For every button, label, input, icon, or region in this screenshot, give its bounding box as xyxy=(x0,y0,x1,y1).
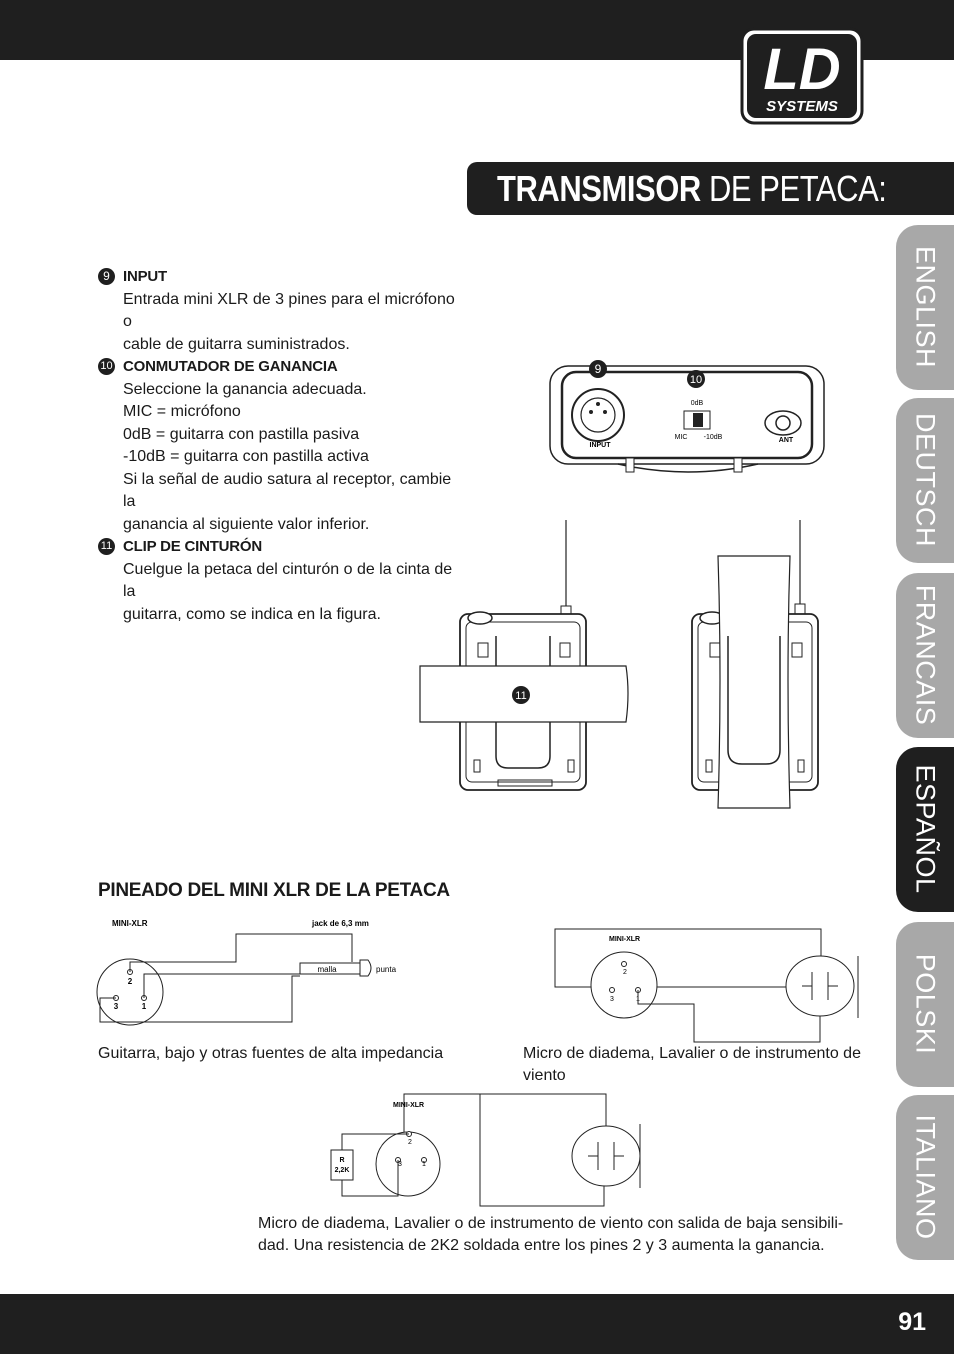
jack-label: jack de 6,3 mm xyxy=(311,919,369,928)
tab-francais[interactable]: FRANCAIS xyxy=(896,573,954,738)
ant-label: ANT xyxy=(779,437,794,444)
pin-2: 2 xyxy=(623,969,627,976)
title-bar: TRANSMISOR DE PETACA: xyxy=(467,162,954,215)
caption-headset: Micro de diadema, Lavalier o de instrume… xyxy=(523,1043,861,1087)
item-line: Cuelgue la petaca del cinturón o de la c… xyxy=(123,560,457,601)
item-belt-clip: 11 CLIP DE CINTURÓN Cuelgue la petaca de… xyxy=(98,536,458,626)
resistor-label: R xyxy=(339,1157,344,1164)
item-line: 0dB = guitarra con pastilla pasiva xyxy=(123,425,360,443)
logo-main: LD xyxy=(763,37,840,102)
item-heading: CONMUTADOR DE GANANCIA xyxy=(123,358,338,375)
item-number: 10 xyxy=(98,358,115,375)
page-title: TRANSMISOR DE PETACA: xyxy=(497,168,887,209)
xlr-label: MINI-XLR xyxy=(112,919,148,928)
pin-3: 3 xyxy=(114,1002,119,1011)
item-line: Si la señal de audio satura al receptor,… xyxy=(123,470,456,511)
pin-2: 2 xyxy=(128,977,133,986)
pin-2: 2 xyxy=(408,1139,412,1146)
item-line: ganancia al siguiente valor inferior. xyxy=(123,515,370,533)
pin-1: 1 xyxy=(422,1161,426,1168)
transmitter-back-strap xyxy=(691,520,819,809)
switch-10db-label: -10dB xyxy=(704,434,723,441)
resistor-value: 2,2K xyxy=(335,1167,350,1174)
marker-9: 9 xyxy=(595,362,602,376)
wiring-diagram-guitar: MINI-XLR jack de 6,3 mm 2 3 1 malla punt… xyxy=(96,919,397,1026)
ld-systems-logo: LD SYSTEMS xyxy=(740,27,864,125)
caption-line: Micro de diadema, Lavalier o de instrume… xyxy=(258,1215,844,1232)
transmitter-top-view: INPUT 0dB MIC -10dB ANT 9 10 xyxy=(549,360,825,473)
item-gain-switch: 10 CONMUTADOR DE GANANCIA Seleccione la … xyxy=(98,356,458,536)
xlr-label: MINI-XLR xyxy=(609,936,640,943)
item-input: 9 INPUT Entrada mini XLR de 3 pines para… xyxy=(98,266,458,356)
caption-guitar: Guitarra, bajo y otras fuentes de alta i… xyxy=(98,1045,444,1062)
pin-3: 3 xyxy=(398,1161,402,1168)
tab-italiano[interactable]: ITALIANO xyxy=(896,1095,954,1260)
logo-sub: SYSTEMS xyxy=(766,98,838,115)
tab-english[interactable]: ENGLISH xyxy=(896,225,954,390)
input-label: INPUT xyxy=(590,442,612,449)
item-number: 11 xyxy=(98,538,115,555)
caption-line: viento xyxy=(523,1067,566,1084)
tab-deutsch[interactable]: DEUTSCH xyxy=(896,398,954,563)
page-number: 91 xyxy=(898,1308,926,1336)
tab-espanol[interactable]: ESPAÑOL xyxy=(896,747,954,912)
pin-3: 3 xyxy=(610,996,614,1003)
tab-polski[interactable]: POLSKI xyxy=(896,922,954,1087)
marker-11: 11 xyxy=(515,690,526,702)
item-heading: INPUT xyxy=(123,268,168,285)
item-line: Seleccione la ganancia adecuada. xyxy=(123,380,367,398)
switch-mic-label: MIC xyxy=(675,434,688,441)
item-line: cable de guitarra suministrados. xyxy=(123,335,350,353)
punta-label: punta xyxy=(376,965,397,974)
item-heading: CLIP DE CINTURÓN xyxy=(123,538,263,555)
switch-0db-label: 0dB xyxy=(691,400,704,407)
bottom-bar: 91 xyxy=(0,1294,954,1354)
caption-line: Micro de diadema, Lavalier o de instrume… xyxy=(523,1045,861,1062)
pin-1: 1 xyxy=(142,1002,147,1011)
item-line: Entrada mini XLR de 3 pines para el micr… xyxy=(123,290,460,331)
malla-label: malla xyxy=(317,965,337,974)
marker-10: 10 xyxy=(690,374,702,386)
xlr-label: MINI-XLR xyxy=(393,1102,424,1109)
item-number: 9 xyxy=(98,268,115,285)
item-line: MIC = micrófono xyxy=(123,403,241,420)
caption-low-sensitivity: Micro de diadema, Lavalier o de instrume… xyxy=(258,1213,843,1257)
item-line: -10dB = guitarra con pastilla activa xyxy=(123,448,369,465)
wiring-diagram-low-sensitivity: MINI-XLR 2 3 1 R 2,2K xyxy=(330,1093,641,1207)
transmitter-back-belt: 11 xyxy=(419,520,629,791)
item-line: guitarra, como se indica en la figura. xyxy=(123,605,381,623)
caption-line: dad. Una resistencia de 2K2 soldada entr… xyxy=(258,1237,825,1254)
wiring-diagram-headset: MINI-XLR 2 3 1 xyxy=(554,928,859,1043)
section-heading: PINEADO DEL MINI XLR DE LA PETACA xyxy=(98,880,450,901)
